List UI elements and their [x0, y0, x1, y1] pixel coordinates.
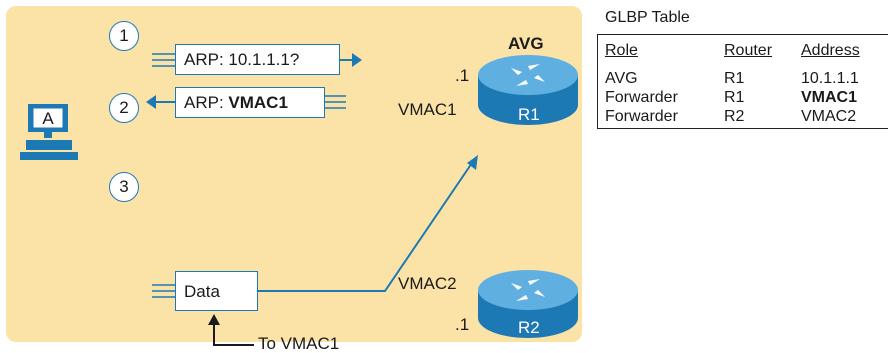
arp-request-arrow: [340, 53, 362, 67]
step-3-marker: 3: [109, 172, 139, 202]
router-icon: [478, 270, 578, 338]
table-cell: AVG: [605, 70, 638, 87]
r1-ip-label: .1: [455, 66, 470, 85]
lan-panel: [6, 6, 582, 342]
arp-request-message: ARP: 10.1.1.1?: [175, 44, 340, 75]
r1-vmac-label: VMAC1: [398, 100, 457, 119]
pointer-label: To VMAC1: [258, 334, 340, 353]
step-2-marker: 2: [109, 93, 139, 123]
table-title: GLBP Table: [605, 9, 690, 26]
table-header-address: Address: [801, 42, 860, 59]
arp-reply-prefix: ARP:: [184, 93, 229, 112]
host-label: A: [42, 109, 54, 128]
table-cell: VMAC1: [801, 89, 858, 106]
pc-icon: [20, 104, 78, 160]
arp-reply-vmac: VMAC1: [228, 93, 288, 112]
table-cell: Forwarder: [605, 108, 678, 125]
arp-reply-arrow: [146, 95, 175, 109]
r2-vmac-label: VMAC2: [398, 274, 457, 293]
table-header-role: Role: [605, 42, 638, 59]
to-vmac1-pointer: [208, 314, 254, 346]
table-cell: R2: [724, 108, 745, 125]
data-path-arrow: [258, 155, 478, 292]
table-cell: VMAC2: [801, 108, 857, 125]
table-cell: R1: [724, 70, 745, 87]
frame-ticks: [152, 53, 346, 298]
step-1-marker: 1: [109, 21, 139, 51]
table-cell: R1: [724, 89, 745, 106]
glbp-table: Role Router Address AVG R1 10.1.1.1 Forw…: [597, 34, 888, 129]
r1-role-label: AVG: [508, 34, 544, 53]
router-icon: [478, 55, 578, 125]
r2-name-label: R2: [518, 318, 540, 337]
r1-name-label: R1: [518, 105, 540, 124]
table-header-router: Router: [724, 42, 773, 59]
arp-reply-message: ARP: VMAC1: [175, 87, 325, 118]
data-frame: Data: [175, 271, 258, 311]
r2-ip-label: .1: [455, 315, 470, 334]
table-cell: Forwarder: [605, 89, 678, 106]
table-cell: 10.1.1.1: [801, 70, 859, 87]
